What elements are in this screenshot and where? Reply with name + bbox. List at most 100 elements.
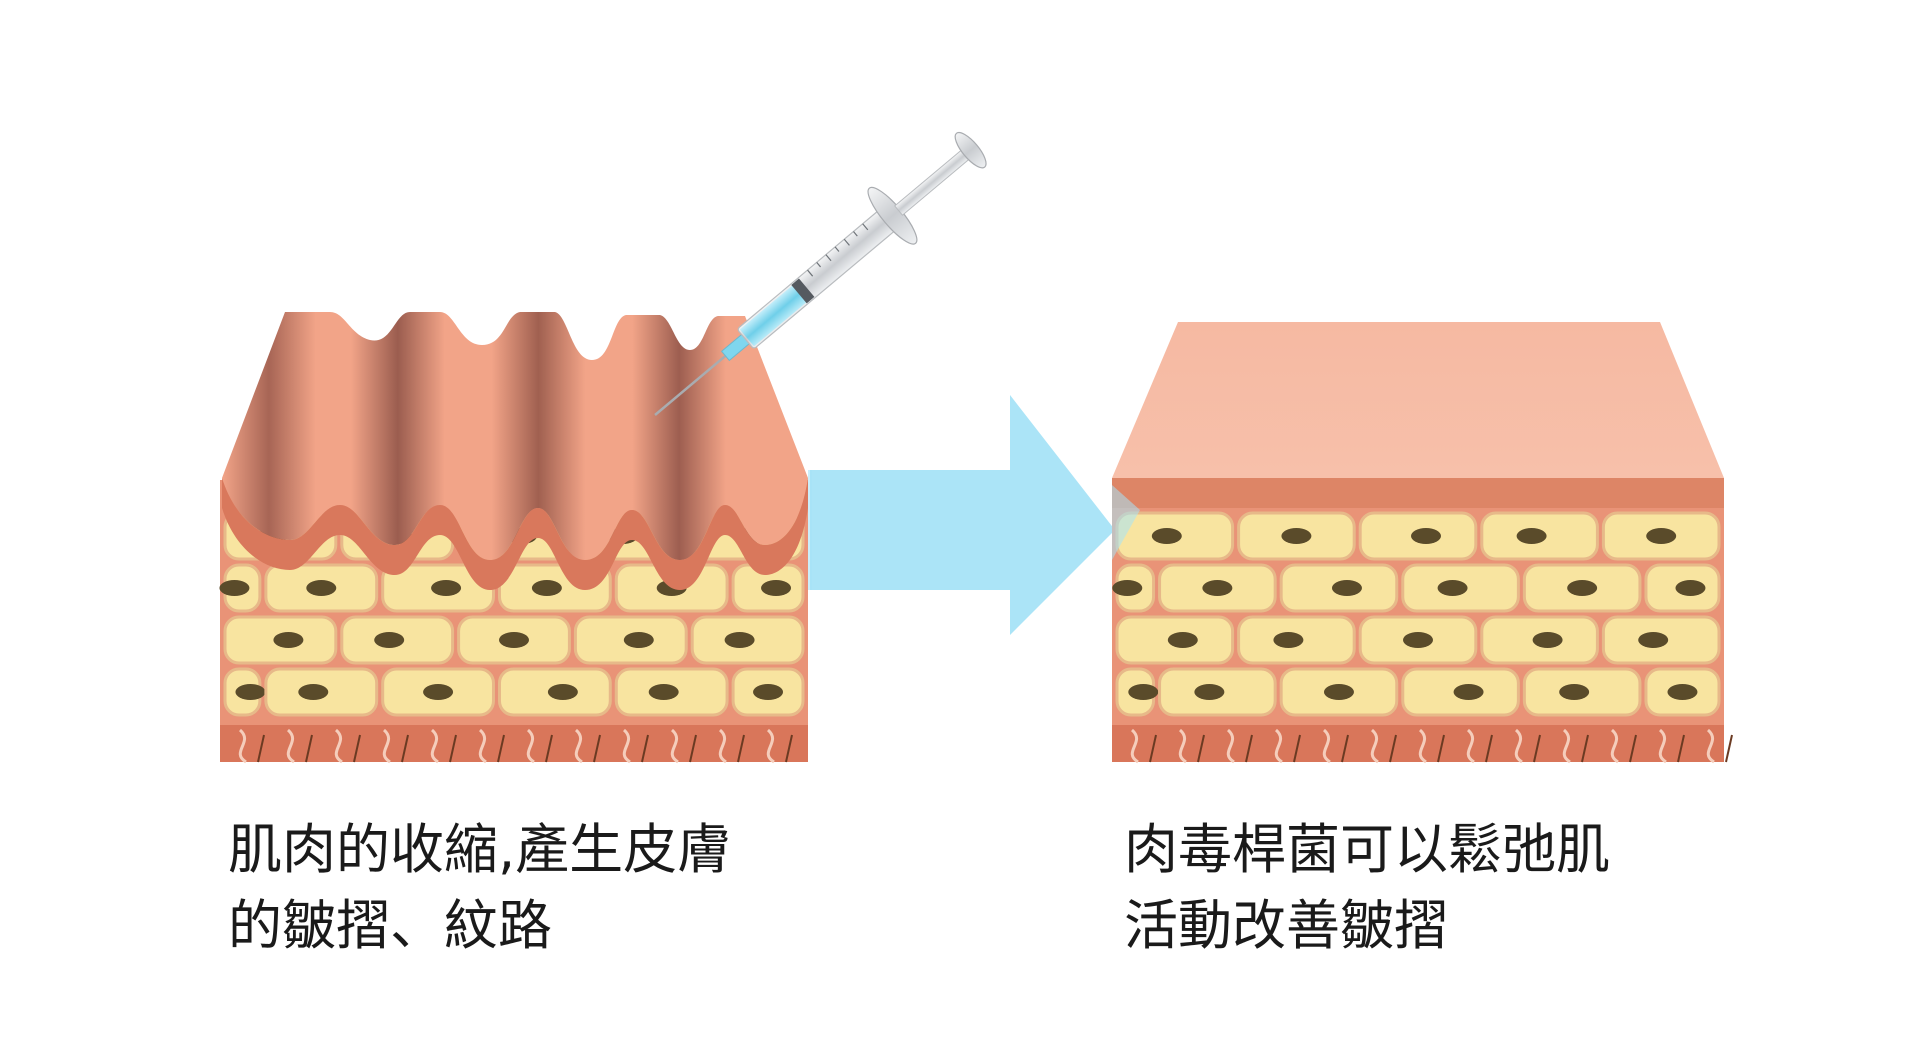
cell-nucleus (1638, 632, 1669, 648)
dermis-fiber-dark (1197, 734, 1205, 763)
dermis-fiber (1274, 728, 1283, 764)
arrow-head-overlap (1112, 485, 1140, 560)
epidermis-cells-after (1112, 511, 1721, 717)
dermis-fiber (622, 728, 631, 764)
cell-nucleus (1646, 528, 1677, 544)
dermis-fiber (1562, 728, 1571, 764)
dermis-fiber-dark (1245, 734, 1253, 763)
cell-nucleus (306, 580, 337, 596)
cell-nucleus (1194, 684, 1225, 700)
dermis-fiber (574, 728, 583, 764)
cell-nucleus (1323, 684, 1354, 700)
cell-nucleus (374, 632, 405, 648)
dermis-fiber (1418, 728, 1427, 764)
dermis-fiber-dark (545, 734, 553, 763)
caption-before-line1: 肌肉的收縮,產生皮膚 (228, 818, 732, 881)
dermis-fiber-dark (353, 734, 361, 763)
dermis-fiber (1370, 728, 1379, 764)
cell-nucleus (499, 632, 529, 648)
dermis-fiber (382, 728, 391, 764)
cell-nucleus (1202, 580, 1233, 596)
dermis-fiber-dark (497, 734, 505, 763)
cell-nucleus (724, 632, 755, 648)
dermis-bottom (220, 725, 808, 762)
dermis-fiber-dark (1293, 734, 1301, 763)
dermis-fiber (430, 728, 439, 764)
wrinkle-rim (222, 478, 808, 590)
dermis-fiber-dark (1389, 734, 1397, 763)
dermis-fiber (718, 728, 727, 764)
cell-nucleus (1516, 528, 1547, 544)
cell-nucleus (547, 684, 578, 700)
dermis-fiber-dark (737, 734, 745, 763)
cell-nucleus (1411, 528, 1441, 544)
arrow-right-icon (810, 395, 1115, 635)
dermis-fiber-dark (401, 734, 409, 763)
cell-nucleus (235, 684, 266, 700)
cell-nucleus (1403, 632, 1433, 648)
dermis-fibers-after (1130, 728, 1733, 764)
cell-nucleus (423, 684, 454, 700)
cell-nucleus (1273, 632, 1304, 648)
cell-nucleus (1667, 684, 1698, 700)
dermis-fiber-dark (257, 734, 265, 763)
cell-nucleus (648, 684, 679, 700)
dermis-fiber-dark (1437, 734, 1445, 763)
wrinkled-surface (222, 312, 808, 560)
cell-nucleus (1151, 528, 1182, 544)
arrow-tail-overlap (808, 470, 812, 590)
cell-nucleus (1675, 580, 1706, 596)
cell-nucleus (623, 632, 654, 648)
cell-nucleus (1567, 580, 1598, 596)
dermis-fiber (1514, 728, 1523, 764)
dermis-fiber (1658, 728, 1667, 764)
dermis-fiber (1178, 728, 1187, 764)
cell-nucleus (1128, 684, 1159, 700)
cell-nucleus (1281, 528, 1312, 544)
caption-after-line2: 活動改善皺摺 (1124, 894, 1448, 957)
dermis-fiber-dark (641, 734, 649, 763)
dermis-fiber-dark (1629, 734, 1637, 763)
dermis-fiber (478, 728, 487, 764)
dermis-fiber-dark (689, 734, 697, 763)
dermis-fiber-dark (305, 734, 313, 763)
cell-nucleus (219, 580, 250, 596)
cell-nucleus (1331, 580, 1362, 596)
dermis-fiber-dark (1581, 734, 1589, 763)
cell-nucleus (431, 580, 462, 596)
caption-before-line2: 的皺摺、紋路 (228, 894, 552, 957)
dermis-fiber (670, 728, 679, 764)
dermis-fiber-dark (1149, 734, 1157, 763)
dermis-fiber-dark (593, 734, 601, 763)
dermis-fiber-dark (785, 734, 793, 763)
cell-nucleus (531, 580, 562, 596)
cell-nucleus (1453, 684, 1484, 700)
dermis-fiber (1322, 728, 1331, 764)
dermis-fiber-dark (449, 734, 457, 763)
cell-nucleus (1437, 580, 1468, 596)
cell-nucleus (761, 580, 792, 596)
dermis-fiber (1226, 728, 1235, 764)
dermis-fiber (1130, 728, 1139, 764)
dermis-fiber (286, 728, 295, 764)
dermis-fiber (1610, 728, 1619, 764)
caption-after: 肉毒桿菌可以鬆弛肌 活動改善皺摺 (1124, 812, 1610, 964)
syringe-icon (654, 131, 987, 416)
caption-after-line1: 肉毒桿菌可以鬆弛肌 (1124, 818, 1610, 881)
dermis-fiber (1466, 728, 1475, 764)
cell-nucleus (753, 684, 784, 700)
skin-block-smooth (1112, 322, 1733, 764)
cell-nucleus (273, 632, 304, 648)
dermis-fibers (238, 728, 793, 764)
caption-before: 肌肉的收縮,產生皮膚 的皺摺、紋路 (228, 812, 731, 964)
cell-nucleus (1532, 632, 1563, 648)
dermis-fiber (766, 728, 775, 764)
dermis-fiber-dark (1677, 734, 1685, 763)
dermis-fiber-dark (1533, 734, 1541, 763)
cell-nucleus (1559, 684, 1590, 700)
dermis-fiber-dark (1485, 734, 1493, 763)
skin-block-wrinkled (219, 312, 808, 764)
dermis-fiber-dark (1341, 734, 1349, 763)
